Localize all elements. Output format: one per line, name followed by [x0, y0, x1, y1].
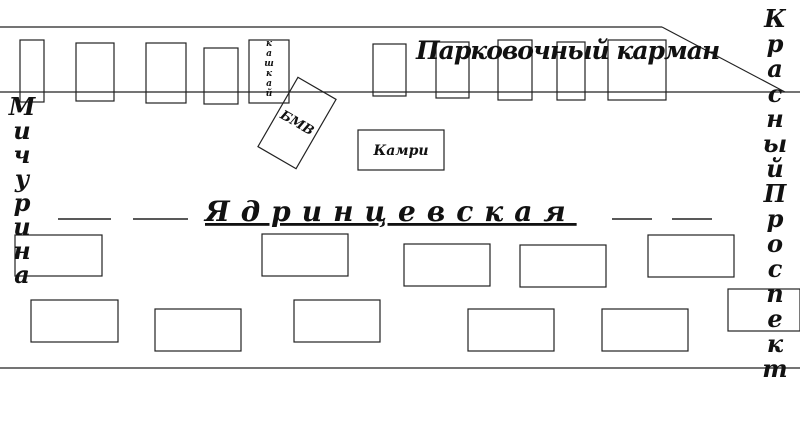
- parking-spot: [372, 43, 407, 97]
- car-bmw-box: [257, 76, 337, 170]
- road-car: [727, 288, 800, 332]
- street-main-label: Ядринцевская: [203, 195, 577, 228]
- road-car: [14, 234, 103, 277]
- road-car: [30, 299, 119, 343]
- parking-spot: [435, 41, 470, 99]
- road-car: [647, 234, 735, 278]
- road-car: [403, 243, 491, 287]
- road-car: [261, 233, 349, 277]
- car-camry-box: [357, 129, 445, 171]
- car-camry-label: Камри: [372, 143, 428, 159]
- road-car: [601, 308, 689, 352]
- parking-spot-kashkai: [248, 39, 290, 104]
- parking-spot: [203, 47, 239, 105]
- road-car: [467, 308, 555, 352]
- road-car: [519, 244, 607, 288]
- parking-spot: [19, 39, 45, 103]
- road-cars-row-1: [14, 233, 735, 288]
- parking-spot: [607, 39, 667, 101]
- road-outlines: [0, 26, 800, 369]
- road-car: [154, 308, 242, 352]
- parking-spot: [75, 42, 115, 102]
- parking-spot: [145, 42, 187, 104]
- parking-pocket-spots: [19, 39, 667, 105]
- parking-spot: [497, 39, 533, 101]
- parking-spot: [556, 41, 586, 101]
- car-bmw-label: БМВ: [276, 107, 316, 139]
- top-diagonal-line: [661, 26, 786, 93]
- car-bmw: [257, 76, 337, 170]
- road-cars-row-2: [30, 288, 800, 352]
- road-car: [293, 299, 381, 343]
- parking-pocket-label: Парковочный карман: [415, 36, 719, 65]
